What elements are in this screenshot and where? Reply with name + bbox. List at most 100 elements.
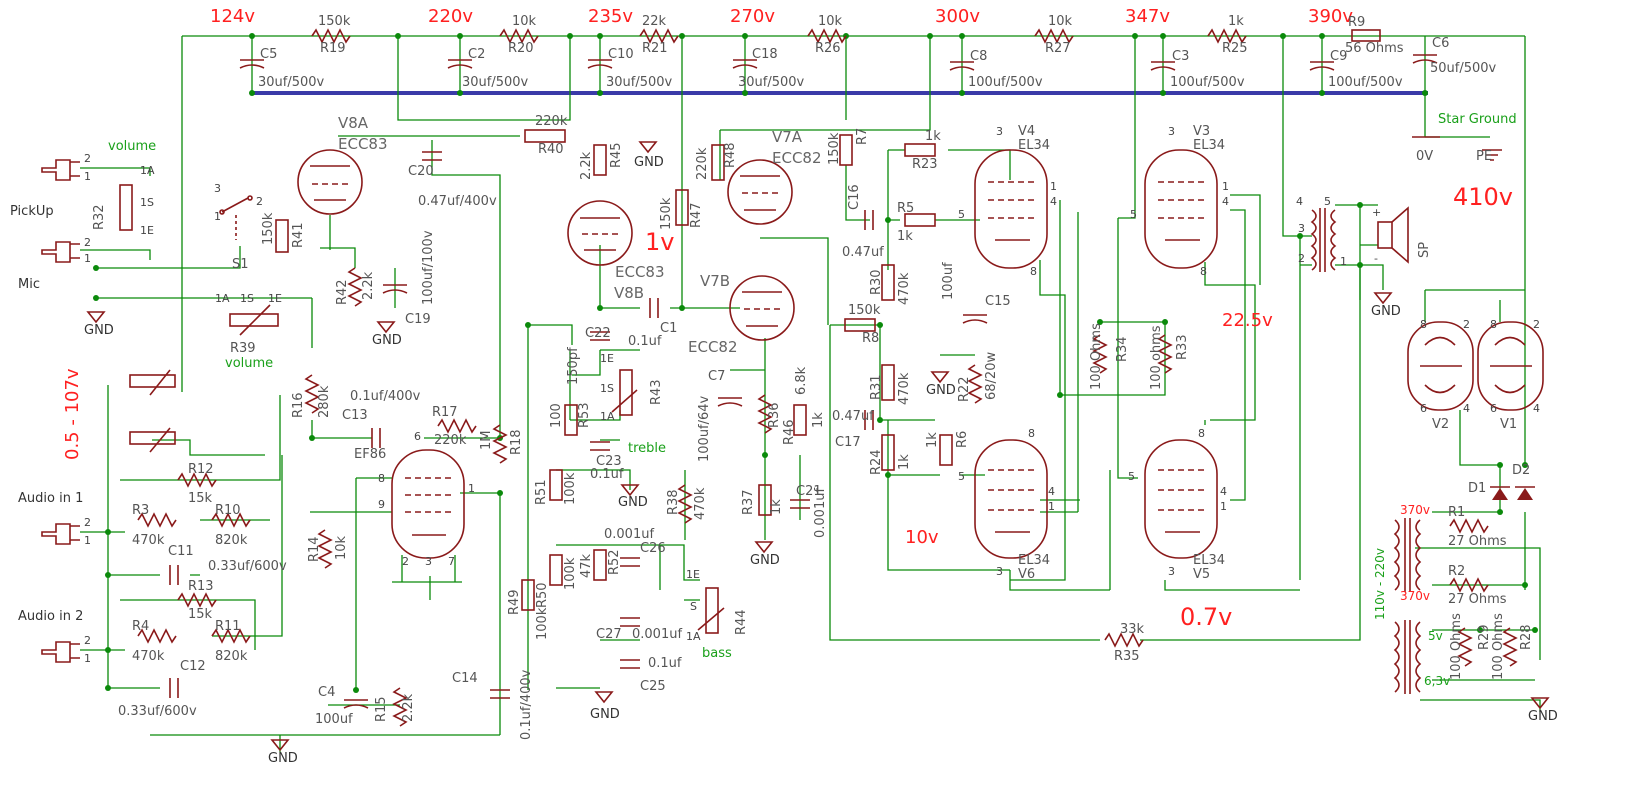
c23-label: C23 [596,454,622,469]
r15-label: R15 [374,696,389,722]
voltage-0-7: 0.7v [1180,603,1232,631]
r3-value: 470k [132,533,165,548]
r7-value: 150k [827,132,842,165]
voltage-0-5-107: 0.5 - 107v [62,368,83,460]
jack-mic-icon [41,241,80,263]
gnd-label: GND [1371,304,1401,319]
c16-value: 0.47uf [842,245,884,260]
tube-type-v8b: ECC83 [615,263,665,281]
r23-label: R23 [912,157,938,172]
pin-label: 1S [240,292,254,305]
pin-label: 2 [84,152,91,165]
pin-label: 3 [1168,125,1175,138]
r32-symbol [119,184,133,231]
pin-label: 4 [1463,402,1470,415]
tube-type-v5: EL34 [1193,553,1225,568]
c19-value: 100uf/100v [421,230,436,305]
voltage-annotations: 124v 220v 235v 270v 300v 347v 390v 410v … [62,6,1513,688]
v8a-tube-symbol [297,149,363,215]
tube-label-v4: V4 [1018,124,1035,139]
r28-symbol [1502,627,1518,667]
r45-symbol [593,144,607,176]
r38-value: 470k [693,487,708,520]
pin-label: 4 [1222,195,1229,208]
r51-value: 100k [563,472,578,505]
c8-label: C8 [970,49,987,64]
c10-symbol [587,59,613,69]
c1-symbol [649,298,659,318]
r33-label: R33 [1175,334,1190,360]
ground-icon [620,484,640,497]
r34-label: R34 [1115,336,1130,362]
r25-value: 1k [1228,14,1244,29]
voltage-300: 300v [935,6,980,27]
v8b-tube-symbol [567,200,633,266]
c26-symbol [620,557,640,567]
c2-label: C2 [468,47,485,62]
pin-label: 5 [1130,208,1137,221]
r26-symbol [807,28,847,44]
input-label-pickup: PickUp [10,204,54,219]
r41-value: 150k [261,212,276,245]
c23-symbol [590,441,610,451]
r28-label: R28 [1519,624,1534,650]
r37-label: R37 [741,489,756,515]
r8-symbol [844,318,876,332]
r27-label: R27 [1045,41,1071,56]
voltage-390: 390v [1308,6,1353,27]
c10-value: 30uf/500v [606,75,673,90]
tube-label-v7b: V7B [700,272,730,290]
r48-symbol [711,144,725,181]
pin-label: 2 [84,236,91,249]
r18-symbol [492,424,508,464]
pin-label: 1 [1048,500,1055,513]
pin-label: 1 [1222,180,1229,193]
supply-labels: 150k R19 10k R20 22k R21 10k R26 10k R27… [258,14,1497,90]
r49-value: 100k [535,607,550,640]
gnd-label: GND [618,495,648,510]
gnd-label: GND [372,333,402,348]
c20-symbol [422,151,442,161]
pin-label: 1E [686,568,700,581]
pin-label: 1 [1050,180,1057,193]
r6-value: 1k [925,432,940,448]
r53-symbol [564,404,578,436]
pin-label: 4 [1296,195,1303,208]
r52-symbol [593,549,607,581]
r30-symbol [881,264,895,301]
tube-label-v8a: V8A [338,114,369,132]
diodes [1490,486,1535,500]
gnd-label: GND [926,383,956,398]
r38-label: R38 [666,489,681,515]
ground-icon [86,311,106,324]
c5-symbol [239,59,265,69]
pin-label: 1 [84,170,91,183]
pin-label: 5 [1128,470,1135,483]
c11-label: C11 [168,544,194,559]
r36-label: R36 [767,402,782,428]
pin-label: 2 [84,634,91,647]
r31-value: 470k [897,372,912,405]
r52-value: 47k [579,553,594,578]
tube-type-v4: EL34 [1018,138,1050,153]
r39-label: R39 [230,341,256,356]
r40-label: R40 [538,142,564,157]
r11-symbol [211,628,251,644]
v7a-tube-symbol [727,159,793,225]
pin-label: 2 [402,555,409,568]
ground-symbols [86,136,1550,752]
ground-labels: GND GND GND GND GND GND GND GND GND GND … [84,149,1558,766]
pin-label: 3 [1168,565,1175,578]
r19-label: R19 [320,41,346,56]
c13-value: 0.1uf/400v [350,389,421,404]
speaker-label: SP [1417,242,1432,258]
tube-type-v3: EL34 [1193,138,1225,153]
pin-label: 1E [600,352,614,365]
r8-value: 150k [848,303,881,318]
voltage-5: 5v [1428,629,1443,643]
pin-label: 8 [1420,318,1427,331]
r46-symbol [793,404,807,436]
pin-label: 2 [1533,318,1540,331]
pin-label: 5 [958,470,965,483]
c26-label: C26 [640,541,666,556]
